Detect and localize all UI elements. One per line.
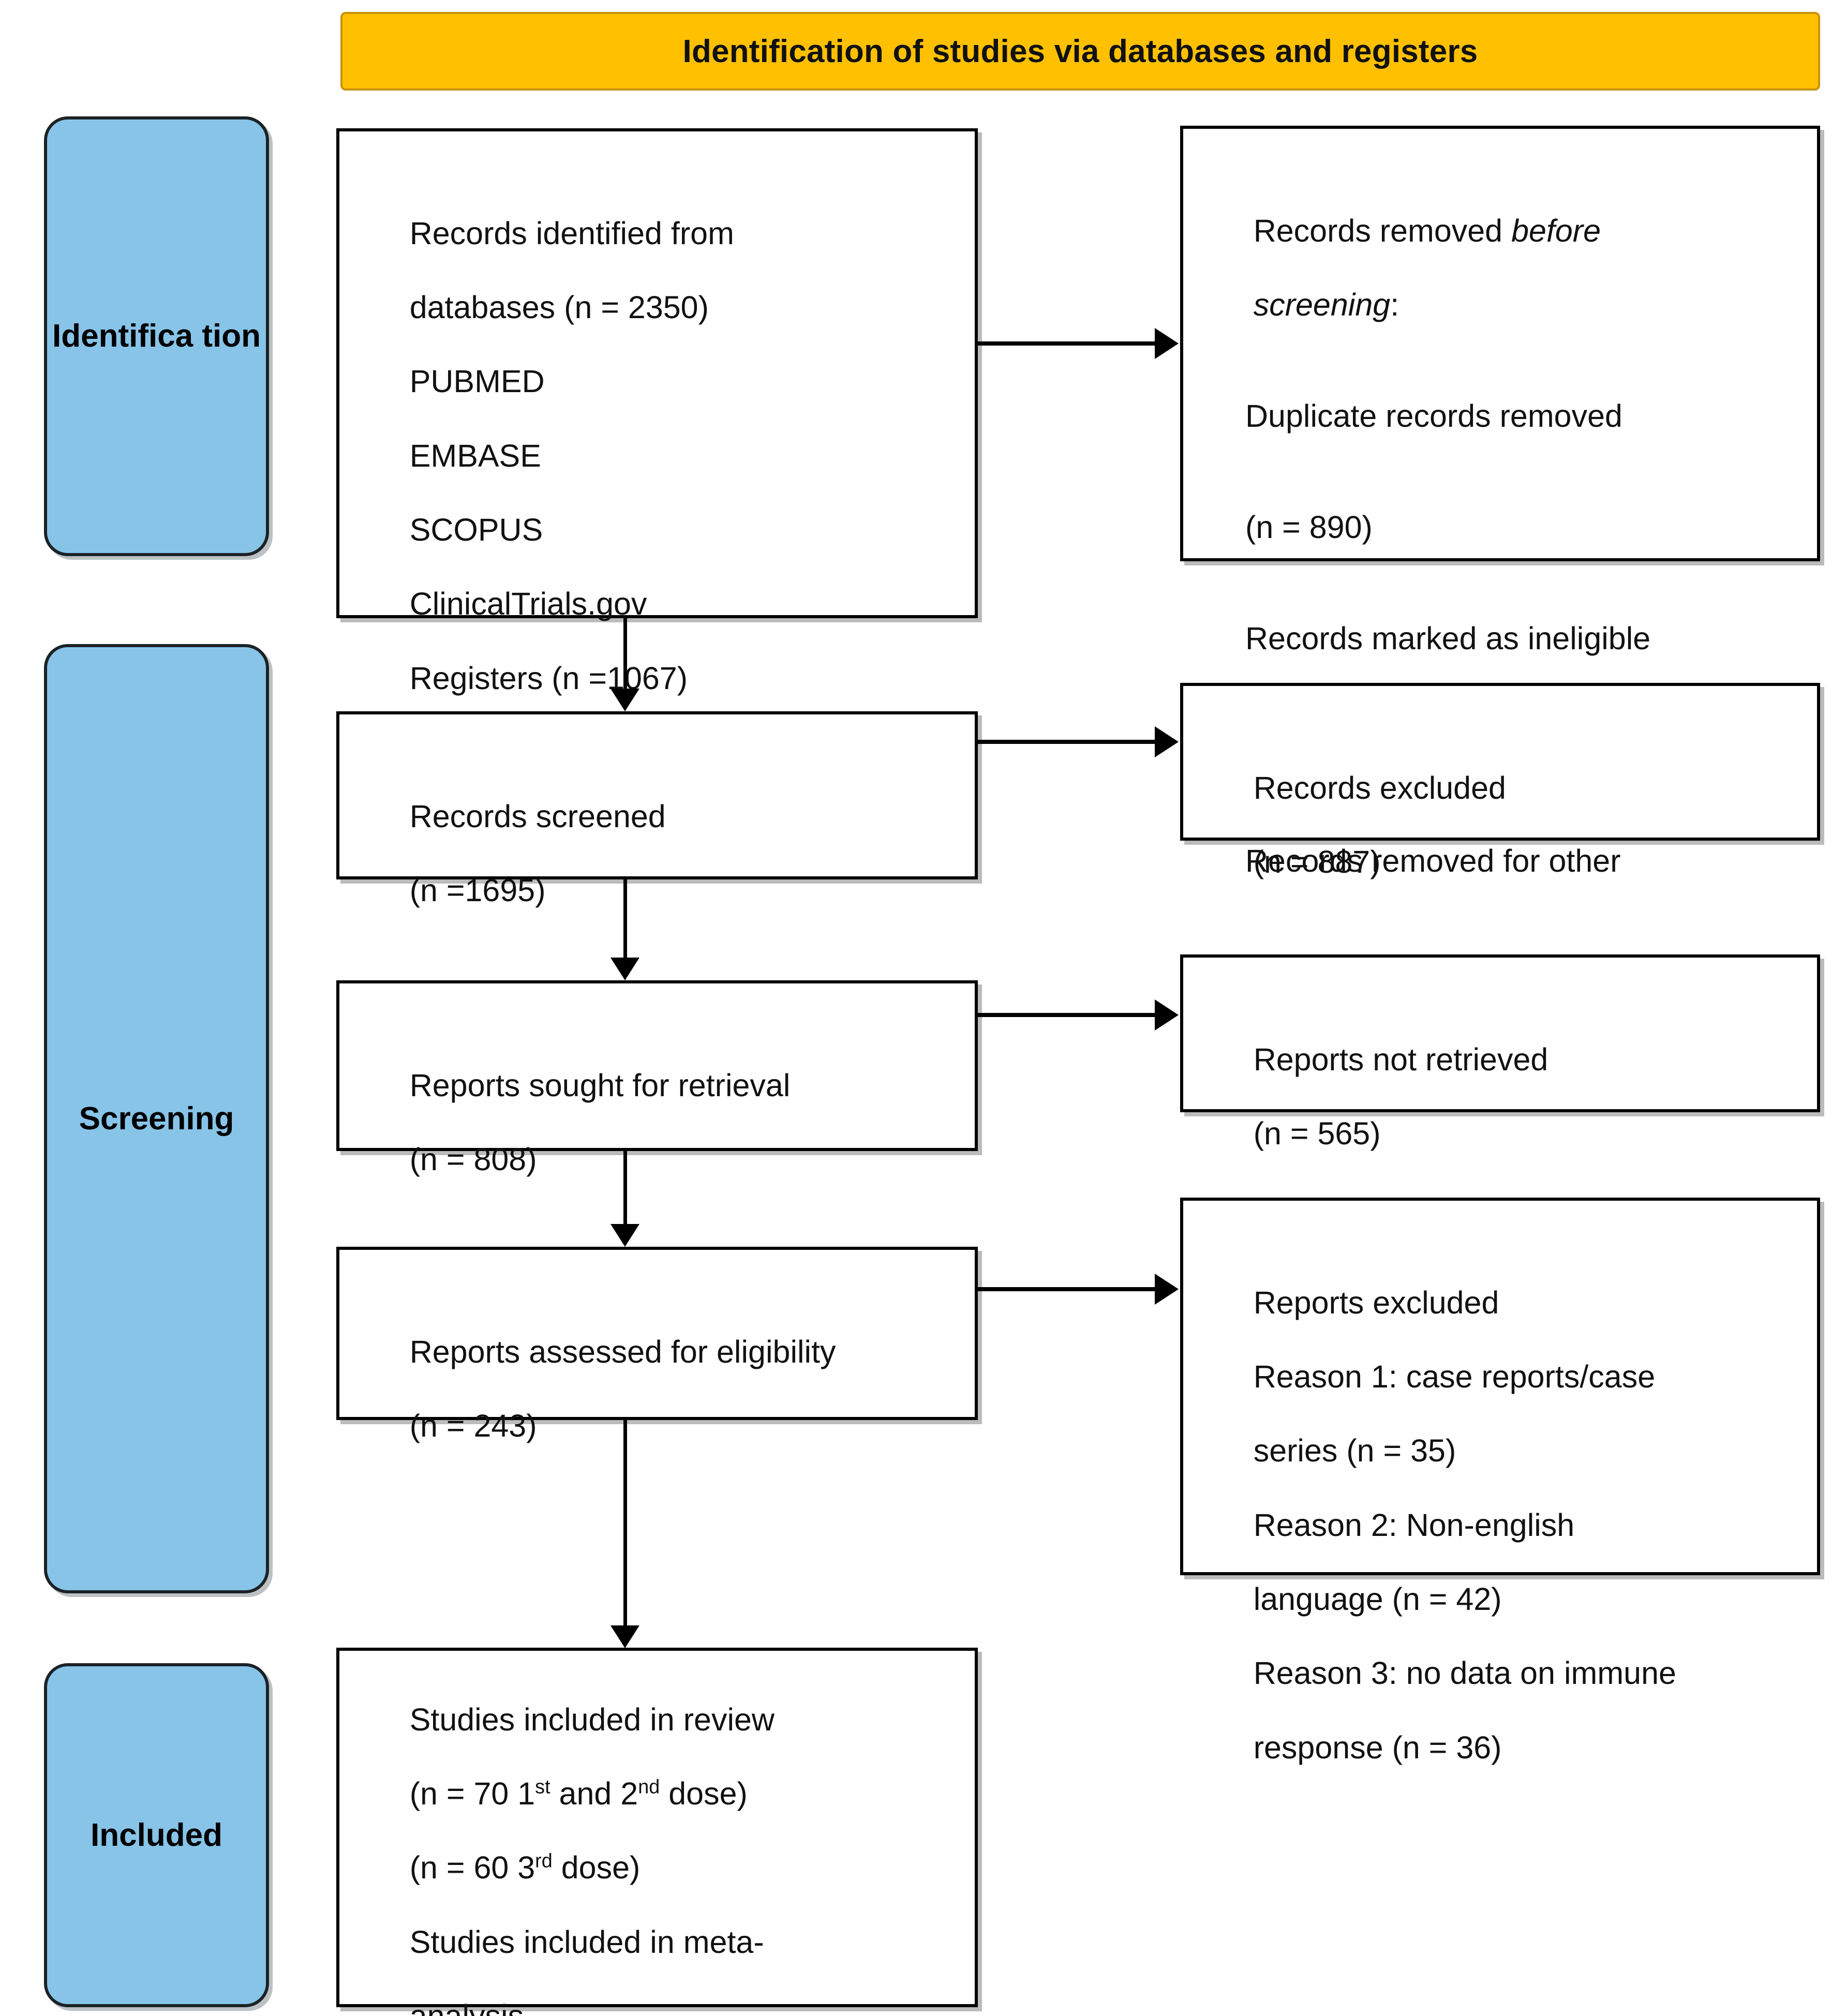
stage-label-included: Included (44, 1663, 269, 2007)
line: Records excluded (1253, 770, 1506, 805)
line: Studies included in meta- (409, 1924, 764, 1960)
line: series (n = 35) (1253, 1433, 1456, 1469)
line: Records identified from (409, 215, 734, 251)
line: Records marked as ineligible (1245, 621, 1651, 656)
connector-screened-to-excluded (976, 740, 1157, 744)
box-studies-included-text: Studies included in review (n = 70 1st a… (339, 1651, 975, 2016)
stage-label-screening-text: Screening (79, 1100, 234, 1137)
box-reports-not-retrieved-text: Reports not retrieved (n = 565) (1183, 958, 1817, 1189)
box-records-removed-before-screening: Records removed before screening: Duplic… (1180, 126, 1820, 990)
stage-label-identification: Identifica tion (44, 116, 269, 556)
box-records-removed-text: Records removed before screening: Duplic… (1183, 129, 1817, 1065)
box-reports-excluded: Reports excluded Reason 1: case reports/… (1180, 1198, 1820, 1765)
line-italic: before (1511, 213, 1601, 248)
box-reports-sought: Reports sought for retrieval (n = 808) (336, 980, 978, 1177)
line: Reason 3: no data on immune (1253, 1655, 1676, 1691)
connector-sought-to-assessed (623, 1151, 627, 1225)
box-records-excluded: Records excluded (n = 887) (1180, 683, 1820, 879)
connector-assessed-to-included (623, 1420, 627, 1627)
diagram-header-banner: Identification of studies via databases … (340, 12, 1820, 91)
connector-identified-to-screened (623, 618, 627, 691)
line: response (n = 36) (1253, 1729, 1502, 1765)
connector-assessed-to-reports-excluded (976, 1287, 1157, 1291)
line: Duplicate records removed (1245, 398, 1622, 434)
ordinal-suffix: nd (638, 1776, 660, 1798)
box-reports-assessed-text: Reports assessed for eligibility (n = 24… (339, 1250, 975, 1482)
line: (n = 565) (1253, 1116, 1381, 1152)
line: Studies included in review (409, 1701, 774, 1737)
box-reports-not-retrieved: Reports not retrieved (n = 565) (1180, 954, 1820, 1151)
line: dose) (552, 1850, 641, 1886)
line: analysis (410, 1998, 524, 2016)
line: databases (n = 2350) (409, 290, 709, 325)
box-records-excluded-text: Records excluded (n = 887) (1183, 686, 1817, 918)
line: : (1390, 287, 1399, 323)
arrowhead-identified-to-screened (610, 689, 639, 711)
stage-label-identification-text: Identifica tion (52, 318, 261, 354)
line: Records removed for other (1245, 843, 1621, 879)
line: Reason 1: case reports/case (1253, 1359, 1656, 1395)
box-reports-sought-text: Reports sought for retrieval (n = 808) (339, 983, 975, 1215)
ordinal-suffix: st (535, 1776, 550, 1798)
stage-label-screening: Screening (44, 644, 269, 1593)
line: (n = 887) (1253, 844, 1381, 880)
box-records-screened: Records screened (n =1695) (336, 711, 978, 908)
box-reports-excluded-text: Reports excluded Reason 1: case reports/… (1183, 1201, 1817, 1803)
line: PUBMED (409, 364, 545, 399)
line: (n = 243) (409, 1408, 537, 1444)
arrowhead-identified-to-removed (1155, 328, 1179, 359)
box-records-identified: Records identified from databases (n = 2… (336, 128, 978, 844)
line: (n = 60 3 (409, 1850, 535, 1886)
line: ClinicalTrials.gov (409, 586, 647, 622)
arrowhead-screened-to-sought (610, 958, 639, 980)
arrowhead-sought-to-assessed (610, 1224, 639, 1247)
line-italic: screening (1253, 287, 1391, 323)
line: Records removed (1253, 213, 1512, 248)
box-reports-assessed: Reports assessed for eligibility (n = 24… (336, 1247, 978, 1443)
connector-identified-to-removed (976, 341, 1157, 346)
line: (n = 808) (409, 1142, 537, 1177)
connector-sought-to-not-retrieved (976, 1013, 1157, 1017)
line: (n = 890) (1245, 510, 1373, 545)
line: and 2 (550, 1776, 638, 1812)
box-studies-included: Studies included in review (n = 70 1st a… (336, 1648, 978, 2016)
line: SCOPUS (409, 512, 543, 548)
arrowhead-sought-to-not-retrieved (1155, 999, 1179, 1031)
box-records-screened-text: Records screened (n =1695) (339, 714, 975, 946)
arrowhead-assessed-to-included (610, 1625, 639, 1648)
line: EMBASE (409, 438, 541, 473)
diagram-title: Identification of studies via databases … (682, 33, 1478, 69)
line: Reports not retrieved (1253, 1041, 1548, 1077)
line: Reports sought for retrieval (409, 1067, 791, 1103)
line: dose) (660, 1776, 748, 1812)
line: Reports excluded (1253, 1285, 1499, 1320)
line: (n = 70 1 (409, 1776, 535, 1812)
line: Records screened (409, 798, 666, 834)
line: language (n = 42) (1253, 1581, 1502, 1617)
connector-screened-to-sought (623, 879, 627, 958)
arrowhead-screened-to-excluded (1155, 726, 1179, 757)
line: Reports assessed for eligibility (409, 1334, 836, 1369)
arrowhead-assessed-to-reports-excluded (1155, 1274, 1179, 1305)
ordinal-suffix: rd (535, 1850, 553, 1873)
stage-label-included-text: Included (91, 1817, 222, 1853)
line: Registers (n =1067) (409, 660, 688, 696)
line: (n =1695) (409, 873, 546, 908)
line: Reason 2: Non-english (1253, 1507, 1575, 1543)
